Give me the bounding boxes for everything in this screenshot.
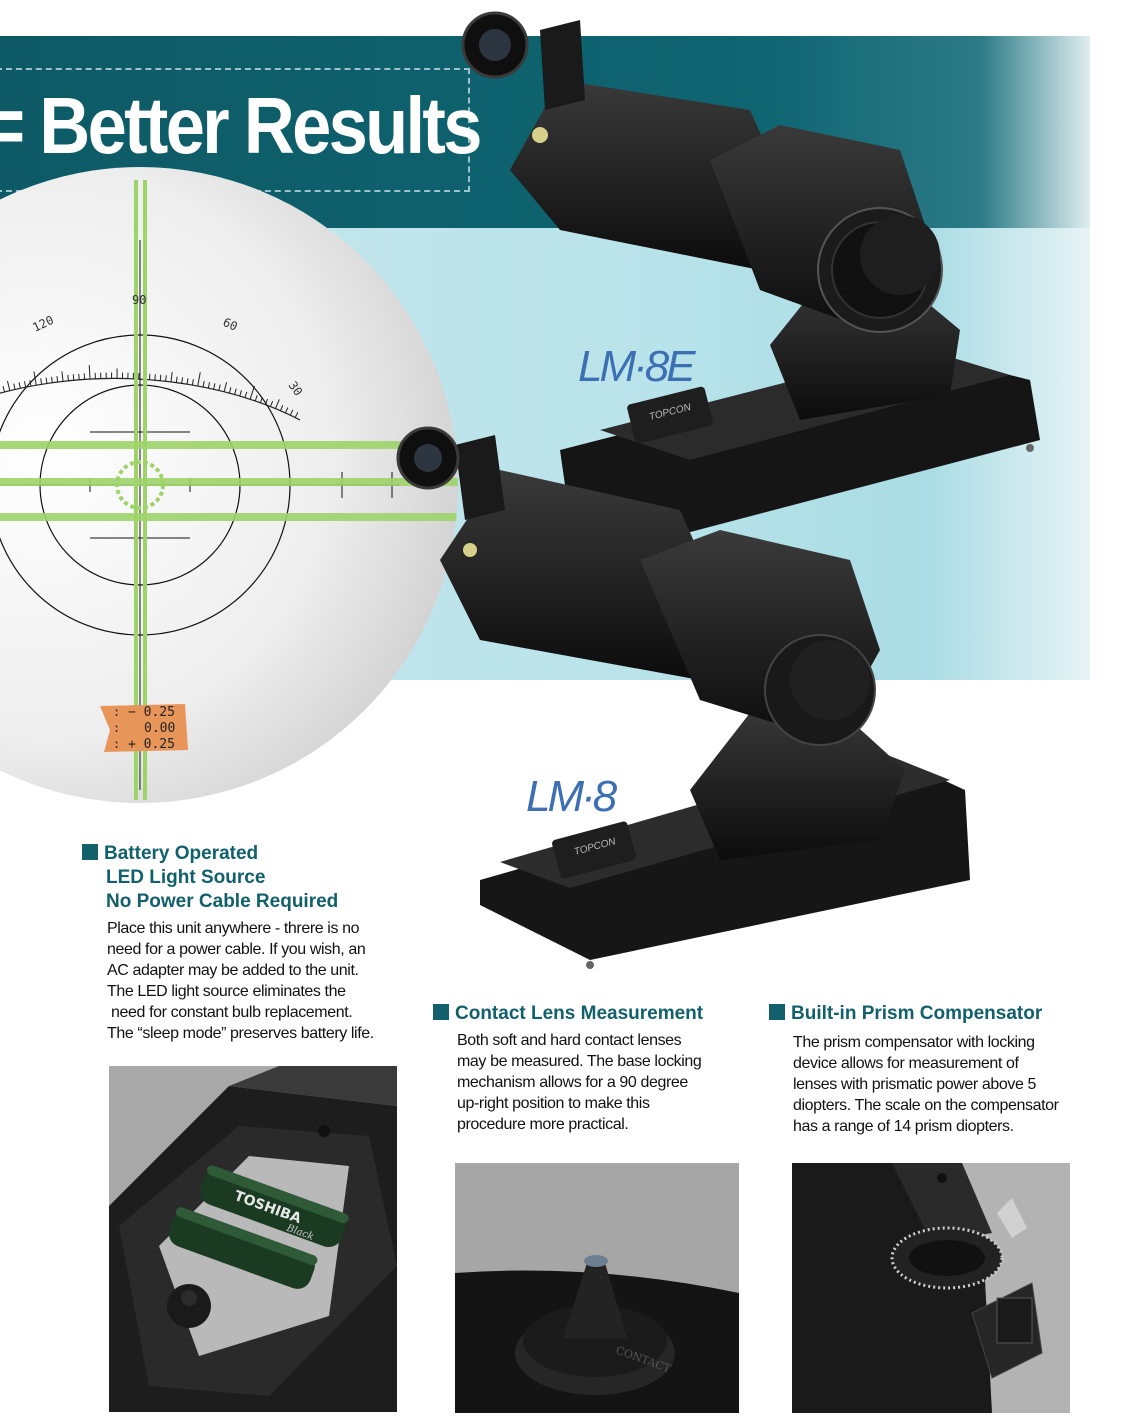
protractor-tick bbox=[67, 374, 69, 381]
protractor-tick bbox=[249, 385, 255, 400]
protractor-tick bbox=[13, 383, 16, 390]
angle-label-60: 60 bbox=[221, 315, 240, 334]
protractor-tick bbox=[274, 399, 280, 409]
prism-feature-text: The prism compensator with locking devic… bbox=[793, 1034, 1059, 1135]
protractor-tick bbox=[207, 382, 211, 389]
protractor-tick bbox=[154, 374, 156, 381]
lm8e-instrument-image: TOPCON bbox=[461, 11, 1040, 540]
protractor-tick bbox=[61, 371, 64, 382]
contact-lens-holder-photo: CONTACT bbox=[455, 1163, 739, 1413]
model-label-lm8: LM·8 bbox=[526, 772, 617, 821]
protractor-tick bbox=[244, 391, 248, 398]
protractor-tick bbox=[40, 378, 43, 385]
protractor-tick bbox=[23, 381, 27, 388]
protractor-tick bbox=[289, 409, 294, 416]
svg-text::: : bbox=[113, 705, 120, 719]
battery-compartment-photo: TOSHIBA Black bbox=[109, 1066, 397, 1412]
readout-zero: 0.00 bbox=[144, 721, 175, 736]
square-bullet-icon bbox=[433, 1004, 449, 1020]
reticle-view: 120 90 60 30 : : : − 0.25 0.00 + 0.25 bbox=[0, 167, 458, 803]
green-target-lines bbox=[0, 180, 458, 800]
protractor-tick bbox=[269, 400, 274, 407]
angle-label-30: 30 bbox=[286, 379, 306, 399]
protractor-tick bbox=[88, 365, 91, 380]
protractor-tick bbox=[254, 395, 258, 402]
svg-text::: : bbox=[113, 737, 120, 751]
protractor-tick bbox=[2, 386, 6, 393]
protractor-tick bbox=[197, 372, 201, 387]
protractor-tick bbox=[239, 390, 242, 397]
battery-feature-text: Place this unit anywhere - threre is no … bbox=[107, 920, 374, 1042]
headline: = Better Results bbox=[0, 81, 482, 170]
readout-plus: + 0.25 bbox=[128, 737, 175, 752]
protractor-tick bbox=[56, 375, 59, 383]
protractor-tick bbox=[202, 381, 205, 388]
square-bullet-icon bbox=[769, 1004, 785, 1020]
square-bullet-icon bbox=[82, 844, 98, 860]
protractor-tick bbox=[284, 407, 289, 414]
svg-text::: : bbox=[113, 721, 120, 735]
protractor-tick bbox=[234, 388, 237, 395]
protractor-tick bbox=[72, 374, 75, 381]
protractor-tick bbox=[191, 379, 194, 386]
readout-tag: : : : − 0.25 0.00 + 0.25 bbox=[100, 704, 188, 752]
prism-feature-heading: Built-in Prism Compensator bbox=[769, 1002, 1042, 1026]
readout-minus: − 0.25 bbox=[128, 705, 175, 720]
protractor-tick bbox=[18, 382, 21, 389]
protractor-tick bbox=[213, 383, 216, 390]
protractor-tick bbox=[159, 374, 162, 381]
protractor-tick bbox=[279, 405, 284, 411]
protractor-tick bbox=[45, 377, 48, 384]
protractor-tick bbox=[165, 375, 167, 382]
protractor-tick bbox=[228, 387, 232, 394]
contact-lens-feature-heading: Contact Lens Measurement bbox=[433, 1002, 703, 1026]
protractor-tick bbox=[6, 380, 11, 391]
protractor-tick bbox=[223, 381, 228, 392]
model-label-lm8e: LM·8E bbox=[578, 342, 696, 391]
protractor-tick bbox=[294, 411, 299, 418]
battery-feature-heading: Battery Operated LED Light Source No Pow… bbox=[82, 842, 338, 914]
lm8-instrument-image: TOPCON bbox=[396, 426, 970, 969]
protractor-tick bbox=[218, 384, 221, 391]
protractor-tick bbox=[186, 378, 189, 385]
protractor-tick bbox=[170, 371, 173, 382]
protractor-tick bbox=[51, 376, 53, 383]
protractor-tick bbox=[181, 377, 184, 384]
protractor-tick bbox=[175, 376, 178, 383]
angle-label-90: 90 bbox=[132, 293, 146, 307]
prism-compensator-photo bbox=[792, 1163, 1070, 1413]
contact-lens-feature-text: Both soft and hard contact lenses may be… bbox=[457, 1032, 702, 1133]
